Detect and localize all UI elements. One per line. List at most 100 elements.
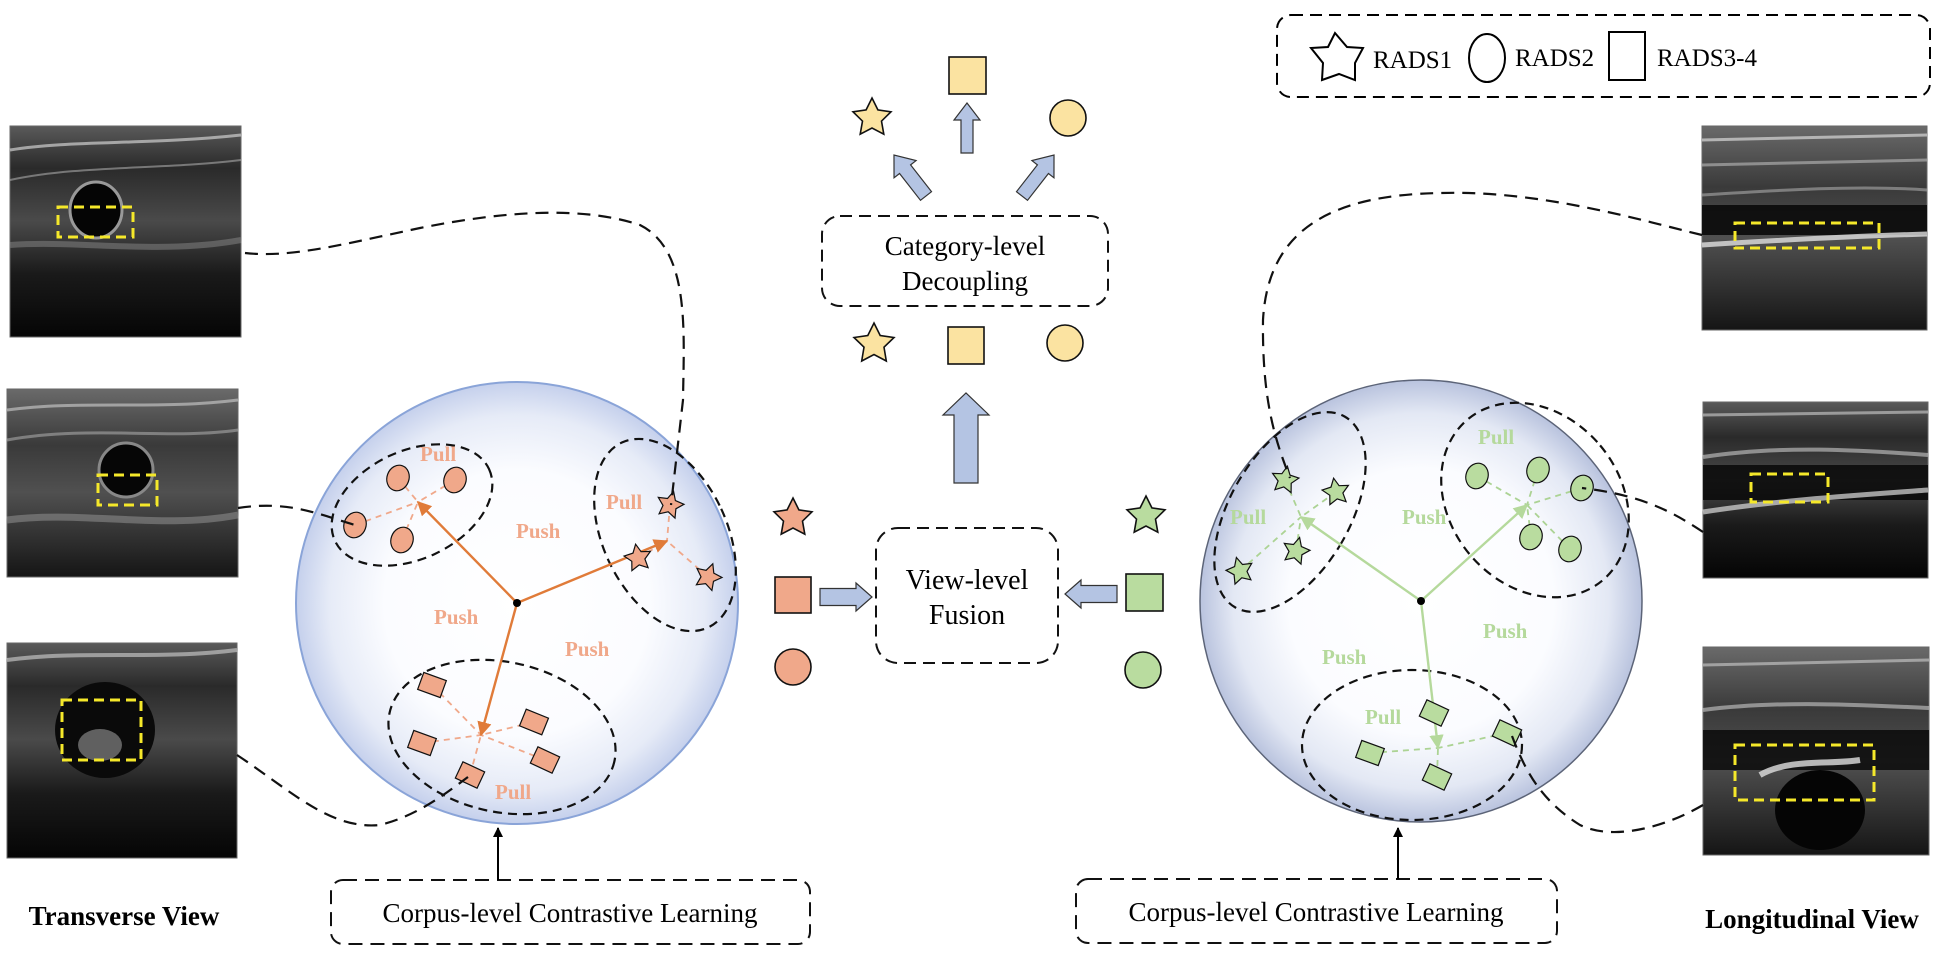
sample-square bbox=[406, 729, 438, 757]
svg-text:View-level: View-level bbox=[906, 565, 1029, 596]
left-image-1 bbox=[9, 125, 242, 338]
sample-square bbox=[1354, 739, 1386, 767]
right-to-fusion-arrow bbox=[1064, 578, 1118, 610]
push-arrow bbox=[1420, 504, 1529, 602]
left-image-3 bbox=[6, 642, 238, 859]
sample-star bbox=[622, 542, 652, 572]
transverse-star bbox=[772, 496, 814, 536]
fusion-box: View-level Fusion bbox=[875, 527, 1059, 664]
right-push-label-1: Push bbox=[1402, 505, 1447, 529]
left-pull-label-stars: Pull bbox=[606, 490, 642, 514]
legend-square-icon bbox=[1608, 31, 1646, 81]
right-image-1 bbox=[1701, 125, 1928, 331]
sample-star bbox=[1224, 556, 1253, 586]
decoupled-circle bbox=[1049, 99, 1087, 137]
sample-square bbox=[1418, 698, 1450, 728]
right-push-label-2: Push bbox=[1483, 619, 1528, 643]
left-cluster-stars bbox=[593, 437, 737, 633]
legend-label-rads2: RADS2 bbox=[1515, 45, 1594, 72]
left-image-2 bbox=[6, 388, 239, 578]
sample-circle bbox=[1558, 535, 1582, 563]
up-arrow-square bbox=[952, 102, 982, 154]
sample-square bbox=[416, 671, 448, 699]
corpus-box-left: Corpus-level Contrastive Learning bbox=[330, 879, 811, 945]
decoupled-square bbox=[948, 56, 987, 95]
pull-line bbox=[421, 734, 482, 744]
pull-line bbox=[401, 501, 419, 541]
right-cluster-circles bbox=[1440, 401, 1630, 599]
pull-line bbox=[1300, 491, 1337, 518]
left-to-fusion-arrow bbox=[819, 581, 873, 613]
sample-circle bbox=[1519, 523, 1543, 551]
right-pull-label-stars: Pull bbox=[1230, 505, 1266, 529]
decoupling-input-star bbox=[852, 321, 896, 363]
right-image-2 bbox=[1702, 401, 1929, 579]
left-cluster-squares bbox=[387, 658, 617, 816]
left-pull-label-squares: Pull bbox=[495, 780, 531, 804]
longitudinal-star bbox=[1125, 494, 1167, 534]
sample-square bbox=[1421, 762, 1453, 792]
right-push-label-3: Push bbox=[1322, 645, 1367, 669]
left-push-label-1: Push bbox=[516, 519, 561, 543]
legend-star-icon bbox=[1309, 31, 1365, 82]
svg-text:Category-level: Category-level bbox=[885, 231, 1045, 261]
right-cluster-stars bbox=[1213, 411, 1367, 613]
push-arrow bbox=[1299, 516, 1422, 602]
right-view-title: Longitudinal View bbox=[1705, 904, 1919, 934]
sample-circle bbox=[1465, 462, 1489, 490]
pull-line bbox=[1526, 487, 1583, 506]
sample-star bbox=[695, 562, 724, 592]
sample-circle bbox=[386, 464, 410, 492]
decoupling-input-square bbox=[947, 326, 985, 365]
left-pull-label-circles: Pull bbox=[420, 442, 456, 466]
decoupled-star bbox=[851, 96, 893, 136]
push-arrow bbox=[416, 500, 518, 604]
pull-line bbox=[417, 479, 456, 503]
legend: RADS1 RADS2 RADS3-4 bbox=[1276, 14, 1931, 98]
sphere-center-dot bbox=[513, 599, 521, 607]
center-shapes bbox=[772, 56, 1167, 689]
sample-circle bbox=[1526, 456, 1550, 484]
sample-square bbox=[518, 708, 550, 736]
svg-text:Decoupling: Decoupling bbox=[902, 266, 1028, 296]
up-arrow-star bbox=[893, 154, 933, 202]
svg-text:Fusion: Fusion bbox=[929, 600, 1005, 631]
sample-square bbox=[454, 760, 486, 790]
corpus-box-right: Corpus-level Contrastive Learning bbox=[1075, 878, 1558, 944]
sample-circle bbox=[443, 466, 467, 494]
pull-line bbox=[1476, 475, 1528, 506]
decoupling-input-circle bbox=[1046, 324, 1084, 362]
svg-text:Corpus-level Contrastive Learn: Corpus-level Contrastive Learning bbox=[1129, 897, 1504, 927]
longitudinal-square bbox=[1125, 573, 1164, 612]
sample-star bbox=[1320, 476, 1350, 506]
transverse-circle bbox=[774, 648, 812, 686]
up-arrow-circle bbox=[1015, 154, 1055, 202]
sample-star bbox=[1283, 536, 1312, 566]
legend-circle-icon bbox=[1468, 33, 1506, 83]
transverse-square bbox=[774, 576, 812, 614]
legend-label-rads3-4: RADS3-4 bbox=[1657, 45, 1758, 72]
pull-line bbox=[1239, 516, 1302, 572]
right-pull-label-circles: Pull bbox=[1478, 425, 1514, 449]
left-sphere-samples bbox=[343, 464, 724, 790]
left-view-title: Transverse View bbox=[29, 901, 220, 931]
sample-circle bbox=[390, 526, 414, 554]
pull-line bbox=[1284, 479, 1302, 518]
left-push-label-2: Push bbox=[434, 605, 479, 629]
right-cluster-squares bbox=[1300, 668, 1524, 822]
sphere-center-dot bbox=[1417, 597, 1425, 605]
fusion-to-decoupling-arrow bbox=[941, 392, 991, 484]
left-cluster-circles bbox=[330, 443, 494, 567]
push-arrow bbox=[477, 602, 519, 737]
pull-line bbox=[469, 734, 482, 776]
right-image-3 bbox=[1702, 646, 1930, 856]
longitudinal-circle bbox=[1124, 651, 1162, 689]
sample-square bbox=[529, 745, 561, 775]
sample-star bbox=[1271, 464, 1301, 494]
svg-text:Corpus-level Contrastive Learn: Corpus-level Contrastive Learning bbox=[383, 898, 758, 928]
connector-curves bbox=[236, 191, 1704, 834]
left-push-label-3: Push bbox=[565, 637, 610, 661]
right-sphere-samples bbox=[1224, 456, 1594, 792]
pull-line bbox=[666, 540, 709, 578]
